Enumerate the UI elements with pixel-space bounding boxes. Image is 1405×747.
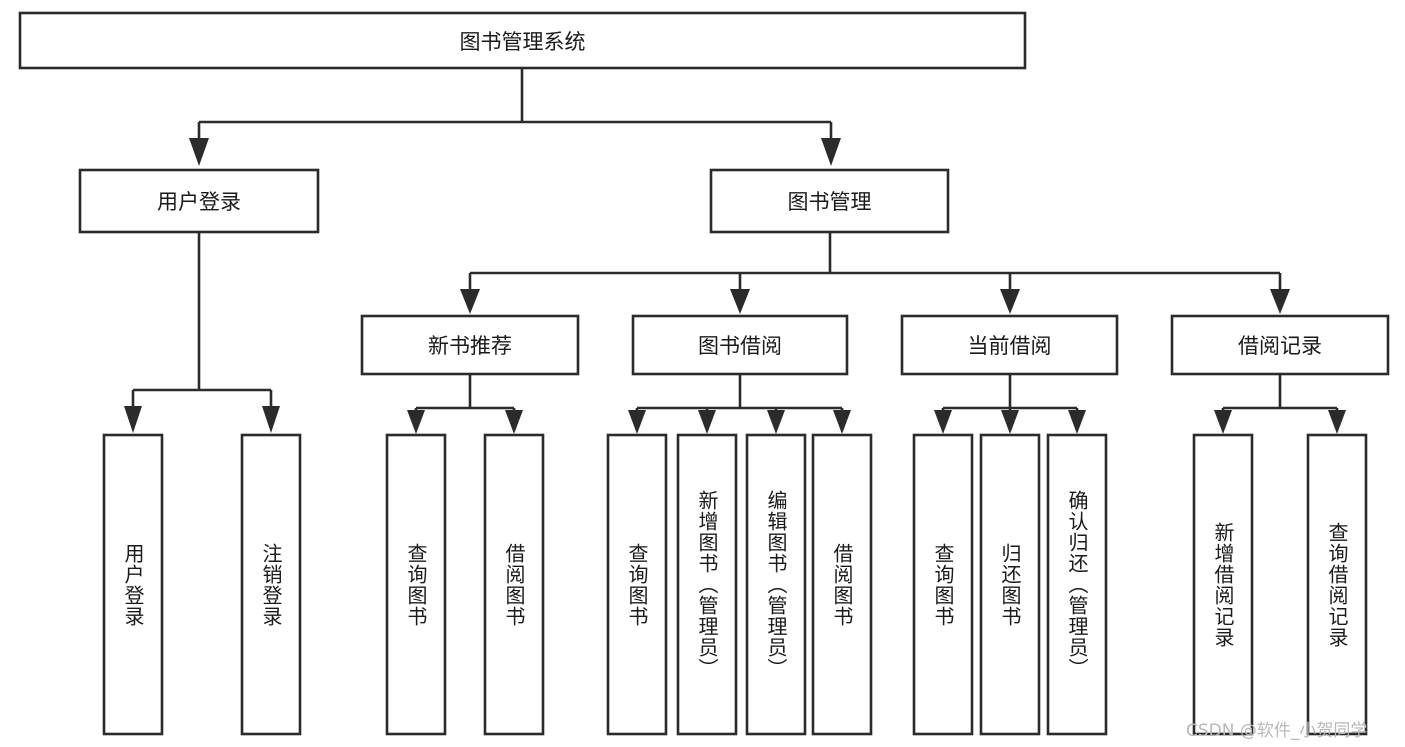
arrowhead-book-management (821, 138, 841, 166)
arrowhead-leaf-borrow-book-1 (505, 410, 523, 434)
arrowhead-leaf-add-book (698, 410, 716, 434)
node-book-management-box[interactable] (709, 168, 950, 234)
node-leaf-query-book-2-box[interactable] (606, 433, 668, 736)
node-leaf-add-book-box[interactable] (676, 433, 738, 736)
arrowhead-leaf-borrow-book-2 (833, 410, 851, 434)
node-leaf-add-record-box[interactable] (1192, 433, 1254, 736)
arrowhead-leaf-query-book-1 (407, 410, 425, 434)
node-borrow-record-box[interactable] (1170, 314, 1390, 376)
node-root-box[interactable] (18, 11, 1027, 70)
arrowhead-leaf-edit-book (767, 410, 785, 434)
arrowhead-new-book-recommend (460, 289, 480, 314)
node-leaf-borrow-book-1-box[interactable] (483, 433, 545, 736)
node-leaf-edit-book-box[interactable] (745, 433, 807, 736)
node-new-book-recommend-box[interactable] (360, 314, 580, 376)
node-leaf-return-book-box[interactable] (979, 433, 1041, 736)
node-leaf-borrow-book-2-box[interactable] (811, 433, 873, 736)
arrowhead-leaf-query-record (1328, 410, 1346, 434)
arrowhead-leaf-user-login (124, 406, 142, 433)
arrowhead-leaf-query-book-2 (628, 410, 646, 434)
node-leaf-user-logout-box[interactable] (240, 433, 302, 736)
arrowhead-borrow-record (1270, 289, 1290, 314)
arrowhead-leaf-query-book-3 (934, 410, 952, 434)
arrowhead-current-borrow (1000, 289, 1020, 314)
node-leaf-confirm-return-box[interactable] (1046, 433, 1108, 736)
arrowhead-book-borrow (730, 289, 750, 314)
arrowhead-leaf-user-logout (262, 406, 280, 433)
arrowhead-leaf-return-book (1001, 410, 1019, 434)
arrowhead-leaf-add-record (1214, 410, 1232, 434)
arrowhead-leaf-confirm-return (1068, 410, 1086, 434)
arrowhead-user-login (189, 138, 209, 166)
node-leaf-query-record-box[interactable] (1306, 433, 1368, 736)
node-leaf-query-book-3-box[interactable] (912, 433, 974, 736)
node-current-borrow-box[interactable] (900, 314, 1119, 376)
node-user-login-box[interactable] (78, 168, 320, 234)
node-leaf-user-login-box[interactable] (102, 433, 164, 736)
node-leaf-query-book-1-box[interactable] (385, 433, 447, 736)
node-book-borrow-box[interactable] (631, 314, 849, 376)
